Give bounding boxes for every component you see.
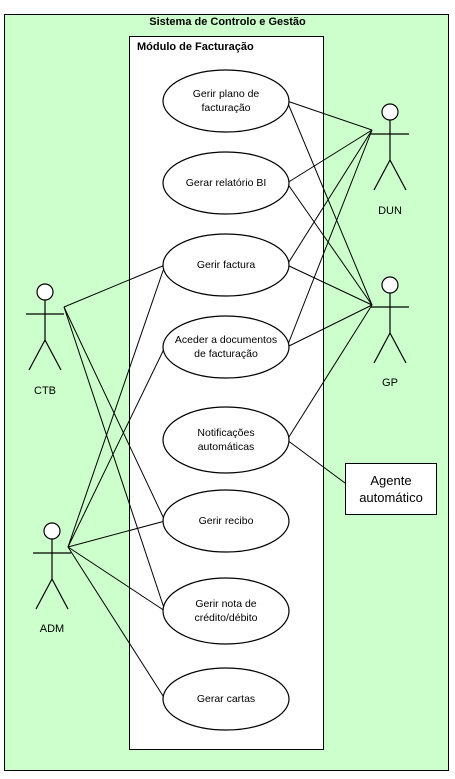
association-line: [286, 129, 373, 184]
use-case-label-line: Gerir plano de: [192, 88, 260, 100]
actor-label-adm: ADM: [39, 623, 65, 635]
use-case-label-line: crédito/débito: [194, 612, 258, 624]
module-title: Módulo de Facturação: [137, 41, 254, 53]
use-case-label-line: Gerar relatório BI: [185, 177, 267, 189]
use-case-gerir-factura: [162, 233, 290, 297]
use-case-label: Gerir nota de crédito/débito: [161, 597, 291, 625]
use-case-label-line: Gerar cartas: [196, 693, 256, 705]
association-line: [286, 264, 373, 306]
use-case-label-line: Gerir nota de: [195, 598, 257, 610]
actor-dun: [371, 103, 409, 191]
system-title: Sistema de Controlo e Gestão: [149, 16, 306, 28]
use-case-gerar-relatorio: [162, 151, 290, 215]
association-line: [286, 304, 373, 348]
actors-layer: [26, 103, 409, 610]
association-line: [63, 306, 166, 612]
use-case-label: Gerir plano de facturação: [161, 87, 291, 115]
association-line: [286, 182, 373, 306]
association-line: [67, 520, 166, 548]
use-case-label: Aceder a documentos de facturação: [161, 333, 291, 361]
use-case-label: Gerar cartas: [161, 692, 291, 706]
use-case-label-line: Notificações: [197, 427, 255, 439]
association-line: [67, 264, 166, 548]
use-case-label-line: Gerir factura: [196, 259, 256, 271]
use-case-gerir-plano: [162, 69, 290, 133]
use-case-aceder-documentos: [162, 315, 290, 379]
association-line: [63, 264, 166, 308]
actor-label-ctb: CTB: [34, 385, 56, 397]
association-line: [63, 306, 166, 522]
actor-label-dun: DUN: [378, 205, 402, 217]
use-case-gerir-nota: [162, 577, 290, 645]
actor-ctb: [26, 283, 64, 371]
use-cases-layer: [162, 69, 290, 731]
use-case-gerir-recibo: [162, 489, 290, 553]
use-case-notificacoes: [162, 406, 290, 474]
external-agent-label: Agente automático: [359, 473, 423, 505]
use-case-label-line: facturação: [201, 102, 251, 114]
use-case-label-line: Gerir recibo: [198, 515, 254, 527]
use-case-label-line: de facturação: [194, 348, 258, 360]
association-line: [286, 100, 373, 131]
actor-adm: [33, 522, 71, 610]
external-agent-box: Agente automático: [345, 463, 437, 515]
use-case-label: Gerir factura: [161, 258, 291, 272]
association-line: [286, 439, 346, 484]
association-line: [286, 100, 373, 306]
use-case-label: Gerir recibo: [161, 514, 291, 528]
association-line: [286, 129, 373, 348]
use-case-label-line: Aceder a documentos: [174, 334, 278, 346]
use-case-label: Notificações automáticas: [161, 426, 291, 454]
use-case-label: Gerar relatório BI: [161, 176, 291, 190]
actor-label-gp: GP: [382, 377, 398, 389]
use-case-gerar-cartas: [162, 667, 290, 731]
association-line: [286, 129, 373, 266]
actor-gp: [371, 276, 409, 364]
association-line: [286, 304, 373, 441]
association-line: [67, 546, 166, 612]
association-line: [67, 346, 166, 548]
use-case-label-line: automáticas: [197, 441, 255, 453]
associations-layer: [63, 100, 373, 700]
association-line: [67, 546, 166, 700]
